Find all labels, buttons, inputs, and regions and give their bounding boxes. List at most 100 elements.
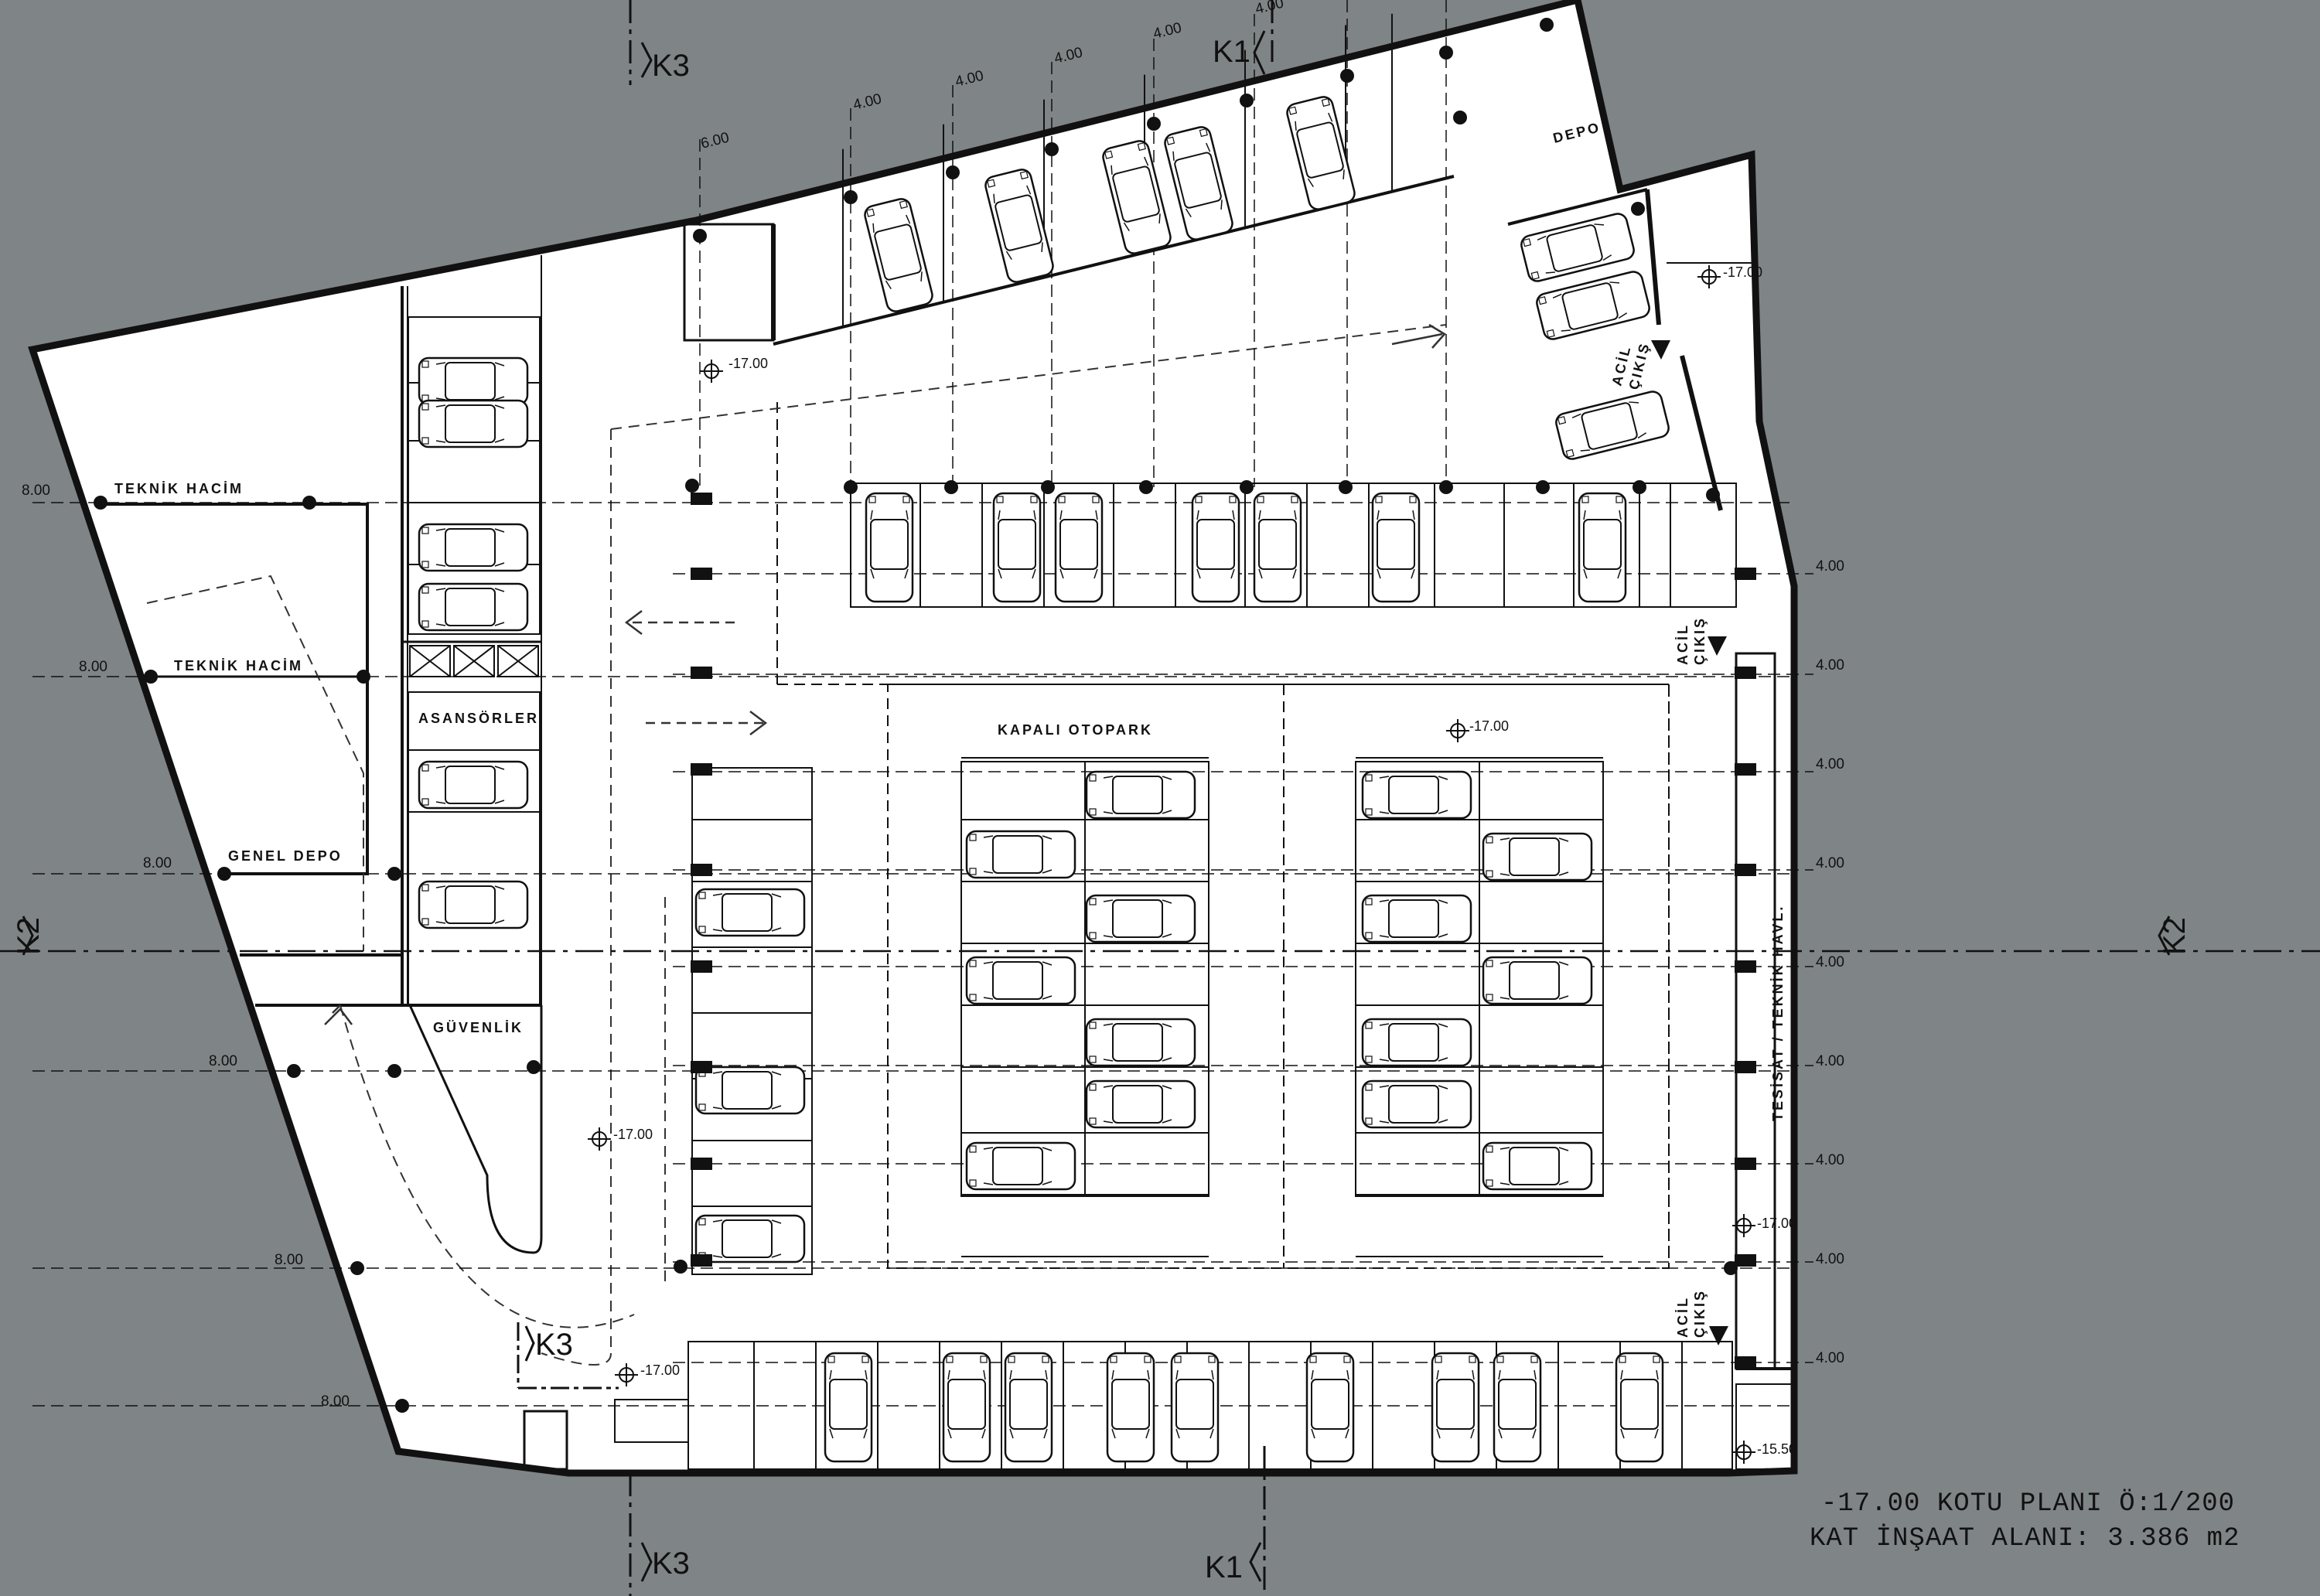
car-left-column: [418, 582, 529, 632]
column-dot: [1340, 69, 1354, 83]
column-dot: [674, 1260, 687, 1274]
car-bottom-row: [1493, 1352, 1542, 1463]
car-center-pavilion-2: [1482, 956, 1593, 1005]
level-label-ramp: -17.00: [613, 1127, 653, 1142]
room-label-genel-depo: GENEL DEPO: [228, 848, 343, 864]
dim-right-1: 4.00: [1816, 558, 1844, 575]
car-center-pavilion-2: [1361, 1018, 1472, 1067]
column-dot: [1439, 46, 1453, 60]
car-center-pavilion-1: [965, 1141, 1076, 1191]
section-label-k3-bottom: K3: [652, 1547, 690, 1581]
column-dot: [1536, 480, 1550, 494]
section-label-k2-left: K2: [12, 917, 46, 955]
dim-right-8: 4.00: [1816, 1251, 1844, 1267]
car-center-pavilion-2: [1361, 770, 1472, 820]
car-bottom-row: [1170, 1352, 1220, 1463]
wall-stub: [691, 493, 712, 505]
wall-stub: [1735, 1061, 1756, 1073]
car-center-pavilion-1: [1085, 1018, 1196, 1067]
section-label-k2-right: K2: [2158, 917, 2192, 955]
dim-left-5: 8.00: [275, 1252, 303, 1268]
car-left-block: [694, 888, 806, 937]
column-dot: [1540, 18, 1554, 32]
car-left-column: [418, 760, 529, 810]
emergency-exit-label-2b: ÇIKIŞ: [1692, 616, 1708, 665]
column-dot: [1453, 111, 1467, 124]
wall-stub: [1735, 763, 1756, 776]
level-label-stair-right: -17.00: [1723, 264, 1762, 280]
car-center-pavilion-1: [965, 830, 1076, 879]
dim-left-4: 8.00: [209, 1053, 237, 1069]
column-dot: [357, 670, 370, 684]
exit-arrows: [1651, 340, 1728, 1345]
dim-right-4: 4.00: [1816, 855, 1844, 871]
level-label-bottom-right: -15.50: [1757, 1441, 1796, 1457]
column-dot: [144, 670, 158, 684]
dim-right-2: 4.00: [1816, 657, 1844, 674]
dim-left-3: 8.00: [143, 855, 172, 871]
car-top-row: [1253, 492, 1302, 603]
car-center-pavilion-2: [1361, 1079, 1472, 1129]
car-left-block: [694, 1066, 806, 1115]
column-dot: [527, 1060, 541, 1074]
dim-top-6: 4.00: [1254, 0, 1285, 18]
column-dot: [1240, 480, 1254, 494]
car-bottom-row: [1106, 1352, 1155, 1463]
dim-right-5: 4.00: [1816, 954, 1844, 970]
column-dot: [1633, 480, 1646, 494]
car-top-row: [865, 492, 914, 603]
wall-stub: [691, 763, 712, 776]
column-dot: [844, 480, 858, 494]
car-bottom-row: [1004, 1352, 1053, 1463]
wall-stub: [1735, 667, 1756, 679]
dim-right-6: 4.00: [1816, 1053, 1844, 1069]
level-label-bottom-left: -17.00: [640, 1362, 680, 1378]
dim-top-4: 4.00: [1053, 45, 1084, 67]
car-top-row: [1191, 492, 1240, 603]
wall-stub: [691, 960, 712, 973]
room-label-asansorler: ASANSÖRLER: [418, 711, 539, 726]
room-label-tesisat: TESİSAT / TEKNİK HAVL.: [1770, 905, 1786, 1121]
emergency-exit-label-3b: ÇIKIŞ: [1692, 1289, 1708, 1338]
section-label-k1-bottom: K1: [1205, 1550, 1243, 1584]
column-dot: [1631, 202, 1645, 216]
wall-stub: [1735, 1254, 1756, 1267]
traffic-arrows: [324, 323, 1446, 1025]
column-dot: [387, 1064, 401, 1078]
column-dot: [287, 1064, 301, 1078]
dim-top-3: 4.00: [954, 68, 985, 90]
car-top-row: [992, 492, 1042, 603]
column-dot: [1439, 480, 1453, 494]
dim-left-1: 8.00: [22, 483, 50, 499]
circulation-paths: [146, 324, 1447, 1366]
column-dot: [387, 867, 401, 881]
car-bottom-row: [824, 1352, 873, 1463]
room-label-teknik-hacim-1: TEKNİK HACİM: [114, 481, 244, 496]
column-dot: [217, 867, 231, 881]
car-bottom-row: [1305, 1352, 1355, 1463]
level-label-stair-top: -17.00: [728, 356, 768, 371]
wall-stub: [1735, 960, 1756, 973]
column-dot: [1045, 142, 1059, 156]
car-top-row: [1054, 492, 1104, 603]
car-center-pavilion-1: [1085, 1079, 1196, 1129]
car-bottom-row: [1615, 1352, 1664, 1463]
car-center-pavilion-2: [1482, 1141, 1593, 1191]
section-label-k1-top: K1: [1213, 35, 1250, 69]
column-dot: [1139, 480, 1153, 494]
wall-stub: [691, 667, 712, 679]
column-dot: [685, 479, 699, 493]
dim-right-7: 4.00: [1816, 1152, 1844, 1168]
column-dot: [94, 496, 107, 510]
car-bottom-row: [942, 1352, 991, 1463]
emergency-exit-label-3a: ACİL: [1675, 1296, 1691, 1338]
column-dot: [1339, 480, 1353, 494]
column-dot: [1041, 480, 1055, 494]
column-dot: [693, 229, 707, 243]
car-center-pavilion-2: [1482, 832, 1593, 882]
dim-top-2: 4.00: [851, 91, 883, 114]
dim-left-2: 8.00: [79, 659, 107, 675]
column-dot: [1706, 488, 1720, 502]
car-center-pavilion-1: [965, 956, 1076, 1005]
